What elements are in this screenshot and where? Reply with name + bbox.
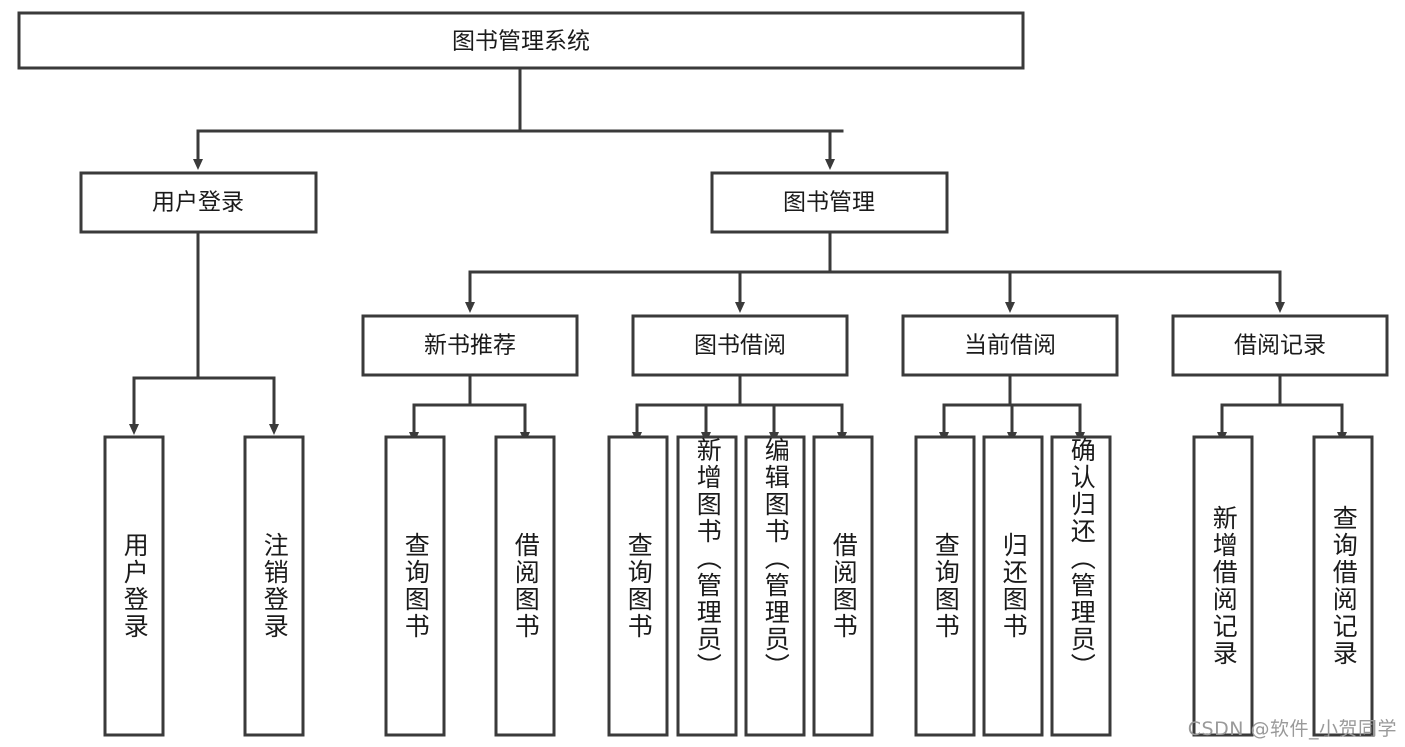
connector-root-to-level2 [193, 66, 844, 170]
node-book-borrow[interactable]: 图书借阅 [631, 314, 849, 377]
node-user-login[interactable]: 用户登录 [79, 171, 318, 234]
node-current-borrow-label: 当前借阅 [964, 333, 1056, 359]
leaf-box-edit-book[interactable] [744, 435, 806, 737]
connector-book-borrow-to-leaves [632, 373, 847, 443]
leaf-box-user-logout[interactable] [243, 435, 305, 737]
node-book-borrow-label: 图书借阅 [694, 333, 786, 359]
connector-new-book-recommend-to-leaves [409, 373, 530, 443]
leaf-box-query-book-2[interactable] [607, 435, 669, 737]
node-new-book-recommend[interactable]: 新书推荐 [361, 314, 579, 377]
connector-book-management-to-level3 [465, 230, 1285, 313]
leaf-box-query-record[interactable] [1312, 435, 1374, 737]
connector-current-borrow-to-leaves [939, 373, 1085, 443]
node-borrow-record-label: 借阅记录 [1234, 333, 1326, 359]
leaf-box-add-book[interactable] [676, 435, 738, 737]
leaf-box-user-login[interactable] [103, 435, 165, 737]
node-book-management-label: 图书管理 [783, 190, 875, 216]
node-root[interactable]: 图书管理系统 [17, 11, 1025, 70]
node-current-borrow[interactable]: 当前借阅 [901, 314, 1119, 377]
csdn-watermark: CSDN @软件_小贺同学 [1187, 718, 1397, 740]
node-new-book-recommend-label: 新书推荐 [424, 333, 516, 359]
connector-borrow-record-to-leaves [1217, 373, 1347, 443]
node-root-label: 图书管理系统 [452, 29, 590, 55]
leaf-box-add-record[interactable] [1192, 435, 1254, 737]
leaf-box-borrow-book-1[interactable] [494, 435, 556, 737]
node-borrow-record[interactable]: 借阅记录 [1171, 314, 1389, 377]
leaf-box-query-book-1[interactable] [384, 435, 446, 737]
leaf-box-confirm-return[interactable] [1050, 435, 1112, 737]
leaf-box-return-book[interactable] [982, 435, 1044, 737]
node-book-management[interactable]: 图书管理 [710, 171, 949, 234]
node-user-login-label: 用户登录 [152, 190, 244, 216]
leaf-box-borrow-book-2[interactable] [812, 435, 874, 737]
leaf-box-query-book-3[interactable] [914, 435, 976, 737]
connector-user-login-to-leaves [129, 230, 279, 435]
